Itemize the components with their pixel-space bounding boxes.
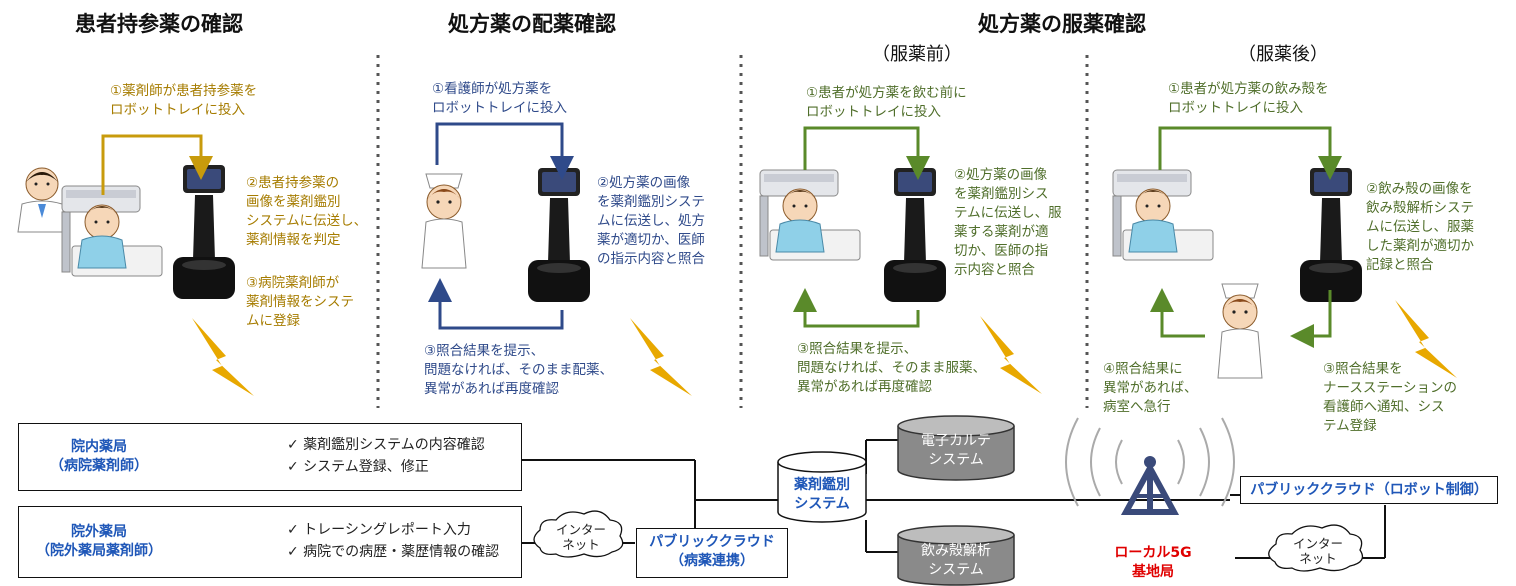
p2-step3: ③照合結果を提示、 問題なければ、そのまま配薬、 異常があれば再度確認: [424, 343, 613, 397]
internet-cloud-left-label: インター ネット: [555, 522, 606, 552]
outpatient-title: 院外薬局 （院外薬局薬剤師）: [36, 524, 162, 559]
outpatient-item-1: ✓ トレーシングレポート入力: [287, 522, 471, 538]
p1-step1: ①薬剤師が患者持参薬を ロボットトレイに投入: [110, 83, 258, 118]
arrow-2a: [435, 122, 574, 180]
nurse-figure-4: [1217, 283, 1263, 379]
inpatient-pharmacy-box: 院内薬局 （病院薬剤師） ✓ 薬剤鑑別システムの内容確認 ✓ システム登録、修正: [18, 423, 522, 491]
bolt-1: [192, 318, 254, 396]
robot-3: [884, 168, 946, 302]
heading-administration: 処方薬の服薬確認: [978, 12, 1146, 36]
base-station-label: ローカル5G 基地局: [1114, 545, 1192, 580]
arrow-4c: [1150, 288, 1205, 338]
inpatient-item-2: ✓ システム登録、修正: [287, 459, 429, 475]
panel4-illustration: [1112, 126, 1457, 379]
p3-step3: ③照合結果を提示、 問題なければ、そのまま服薬、 異常があれば再度確認: [797, 341, 986, 395]
inpatient-item-1: ✓ 薬剤鑑別システムの内容確認: [287, 437, 485, 453]
heading-patient-meds: 患者持参薬の確認: [75, 12, 243, 36]
outpatient-item-2: ✓ 病院での病歴・薬歴情報の確認: [287, 544, 500, 560]
arrow-3b: [793, 288, 920, 328]
shell-cylinder: [897, 525, 1015, 586]
patient-bed-4: [1112, 169, 1214, 261]
p4-step3: ③照合結果を ナースステーションの 看護師へ通知、シス テム登録: [1323, 361, 1458, 434]
p4-step4: ④照合結果に 異常があれば、 病室へ急行: [1103, 361, 1198, 415]
arrow-4a: [1158, 126, 1342, 180]
arrow-3a: [803, 126, 930, 180]
patient-bed-3: [759, 169, 861, 261]
p3-step2: ②処方薬の画像 を薬剤鑑別シス テムに伝送し、服 薬する薬剤が適 切か、医師の指…: [954, 167, 1062, 278]
panel3-illustration: [759, 126, 1042, 394]
p3-step1: ①患者が処方薬を飲む前に ロボットトレイに投入: [806, 85, 967, 120]
antenna-icon: [1065, 417, 1235, 515]
ehr-system-label: 電子カルテ システム: [921, 433, 991, 468]
bolt-3: [980, 316, 1042, 394]
p2-step1: ①看護師が処方薬を ロボットトレイに投入: [432, 81, 567, 116]
public-cloud-robot-box: パブリッククラウド（ロボット制御）: [1240, 476, 1498, 504]
shell-system-label: 飲み殻解析 システム: [921, 543, 991, 578]
panel2-illustration: [421, 122, 692, 396]
robot-1: [173, 165, 235, 299]
p4-step1: ①患者が処方薬の飲み殻を ロボットトレイに投入: [1168, 81, 1329, 116]
arrow-2b: [428, 278, 564, 330]
ehr-cylinder: [897, 415, 1015, 481]
cloud-left: [533, 510, 624, 558]
heading-dispensing: 処方薬の配薬確認: [448, 12, 616, 36]
panel1-illustration: [17, 134, 254, 396]
drug-system-label: 薬剤鑑別 システム: [794, 477, 850, 512]
p4-step2: ②飲み殻の画像を 飲み殻解析システ ムに伝送し、服薬 した薬剤が適切か 記録と照…: [1366, 181, 1474, 273]
inpatient-title: 院内薬局 （病院薬剤師）: [50, 439, 148, 474]
outpatient-pharmacy-box: 院外薬局 （院外薬局薬剤師） ✓ トレーシングレポート入力 ✓ 病院での病歴・薬…: [18, 506, 522, 578]
pharmacist-figure: [17, 167, 67, 233]
internet-cloud-right-label: インター ネット: [1292, 536, 1343, 566]
nurse-figure-2: [421, 173, 467, 269]
arrow-4b: [1290, 290, 1332, 348]
cloud-right: [1268, 524, 1364, 572]
arrow-1: [101, 134, 213, 195]
robot-2: [528, 168, 590, 302]
p1-step3: ③病院薬剤師が 薬剤情報をシステ ムに登録: [246, 275, 354, 329]
subheading-before: （服薬前）: [872, 44, 962, 65]
patient-bed-1: [61, 185, 163, 277]
subheading-after: （服薬後）: [1238, 44, 1328, 65]
bolt-2: [630, 318, 692, 396]
p2-step2: ②処方薬の画像 を薬剤鑑別システ ムに伝送し、処方 薬が適切か、医師 の指示内容…: [597, 175, 705, 267]
drug-system-cylinder: [777, 451, 867, 523]
public-cloud-pharm-box: パブリッククラウド （病薬連携）: [636, 528, 788, 578]
p1-step2: ②患者持参薬の 画像を薬剤鑑別 システムに伝送し、 薬剤情報を判定: [246, 175, 368, 248]
robot-4: [1300, 168, 1362, 302]
